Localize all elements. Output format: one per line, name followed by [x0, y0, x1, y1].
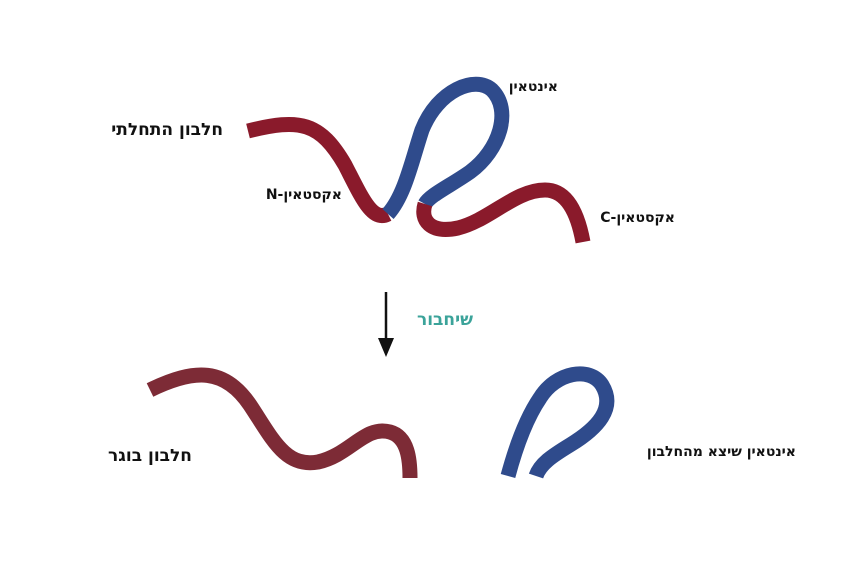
intein-strand [382, 76, 510, 219]
mature-protein-strand [146, 367, 418, 479]
excised-intein-label: אינטאין שיצא מהחלבון [646, 444, 796, 460]
intein-label: אינטאין [508, 79, 558, 95]
c-extein-label: אקסטאין-C [600, 210, 675, 226]
c-extein-strand [416, 182, 591, 244]
n-extein-label: אקסטאין-N [265, 187, 342, 203]
splicing-label: שיחבור [416, 310, 473, 330]
initial-protein-label: חלבון התחלתי [111, 120, 223, 140]
mature-protein-label: חלבון בוגר [108, 446, 192, 466]
n-extein-strand [246, 116, 392, 223]
excised-intein-strand [500, 366, 615, 479]
splicing-arrow-head [378, 338, 394, 357]
